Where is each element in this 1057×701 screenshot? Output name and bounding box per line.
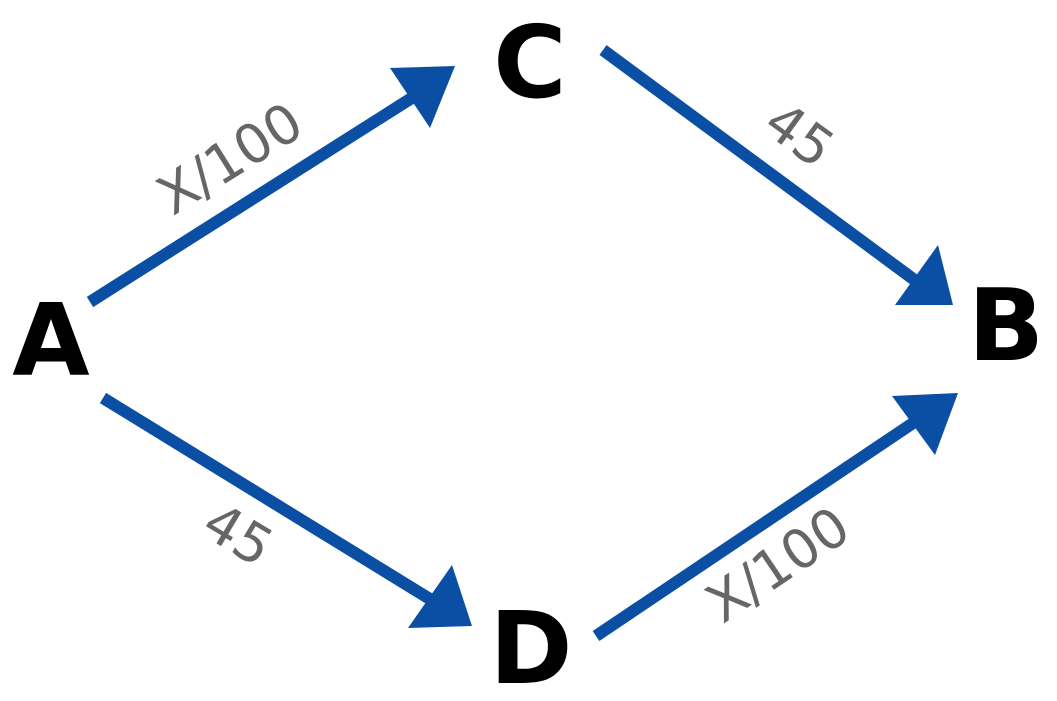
edge-a-to-d-arrowhead (408, 565, 472, 628)
edge-a-to-c-arrowhead (390, 66, 455, 128)
edge-a-to-d-line (99, 392, 442, 610)
node-d-label: D (489, 590, 572, 701)
edge-a-to-d (99, 392, 472, 628)
edge-c-to-b-arrowhead (895, 245, 953, 305)
edge-c-to-b (599, 45, 953, 305)
edge-a-to-c (86, 66, 455, 308)
edge-c-to-b-line (599, 45, 924, 289)
edge-d-to-b-arrowhead (892, 393, 958, 455)
node-a-label: A (12, 282, 89, 399)
edge-d-to-b (592, 393, 958, 641)
edge-d-to-b-line (592, 410, 929, 641)
node-c-label: C (493, 4, 566, 121)
node-b-label: B (968, 267, 1044, 384)
edge-a-to-c-line (86, 88, 422, 308)
